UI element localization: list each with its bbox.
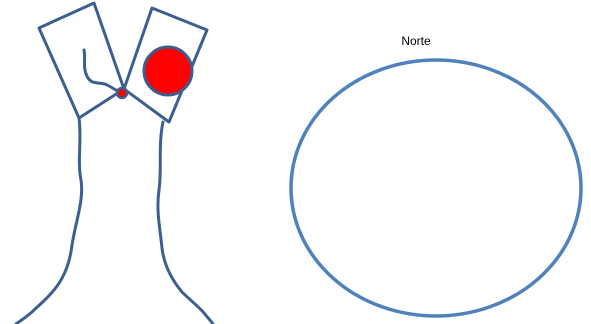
trunk-left-edge bbox=[16, 118, 82, 324]
left-rectangle bbox=[39, 3, 124, 118]
large-red-marker bbox=[144, 47, 192, 95]
small-red-marker bbox=[117, 88, 127, 98]
trunk-right-edge bbox=[158, 122, 213, 324]
compass-ellipse bbox=[291, 60, 581, 316]
left-figure bbox=[16, 3, 213, 324]
right-figure: Norte bbox=[291, 34, 581, 316]
north-label: Norte bbox=[401, 34, 431, 48]
